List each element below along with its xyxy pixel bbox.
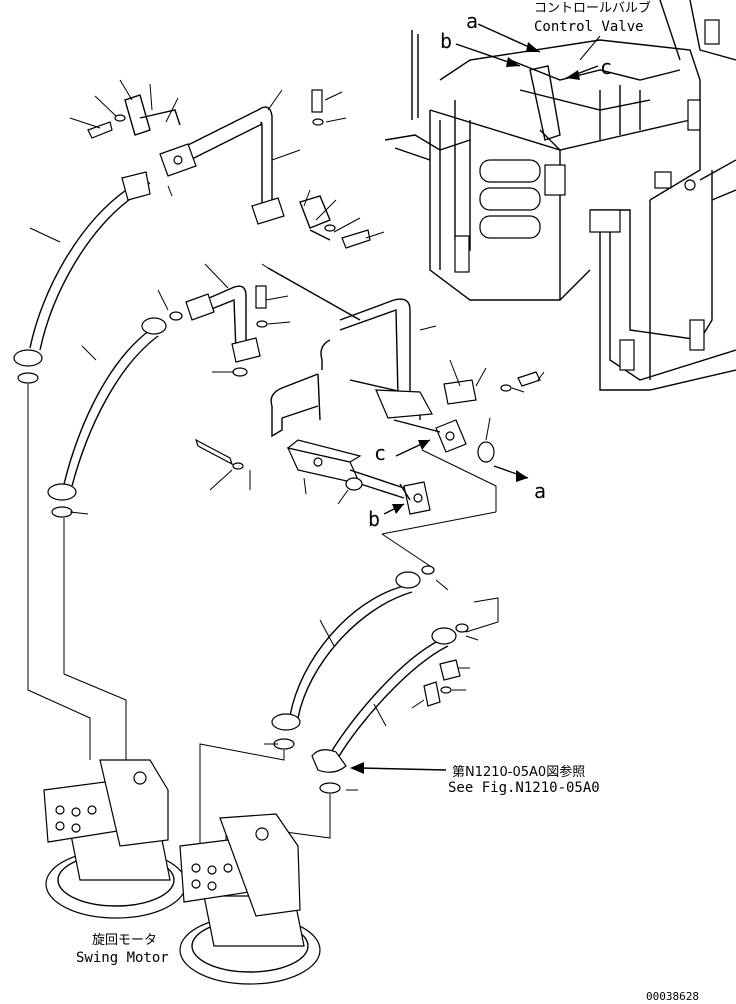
hose-lower-1 — [264, 565, 449, 750]
middle-small-tube — [185, 263, 291, 377]
hose-lower-2 — [311, 623, 479, 794]
connection-letter-c-top: c — [600, 55, 612, 79]
connection-letter-a-mid: a — [534, 479, 546, 503]
upper-tube-assembly — [87, 89, 371, 249]
control-valve-label-jp: コントロールバルブ — [534, 0, 651, 16]
see-fig-label-jp: 第N1210-05A0図参照 — [452, 764, 585, 780]
connection-letter-b-top: b — [440, 29, 452, 53]
swing-motor-label-en: Swing Motor — [76, 950, 169, 966]
see-fig-label-en: See Fig.N1210-05A0 — [448, 780, 600, 796]
connection-letter-a-top: a — [466, 9, 478, 33]
leader-lines-upper — [69, 79, 385, 239]
hose-left-long — [13, 171, 151, 384]
connection-letter-b-mid: b — [368, 507, 380, 531]
connection-letter-c-mid: c — [374, 441, 386, 465]
control-valve-assembly — [384, 0, 736, 391]
swing-motor-1 — [43, 759, 187, 919]
swing-motor-label-jp: 旋回モータ — [92, 933, 157, 948]
drawing-number: 00038628 — [646, 990, 699, 1003]
central-tube-assembly — [194, 263, 545, 515]
control-valve-label-en: Control Valve — [534, 19, 644, 35]
hose-left-second — [47, 289, 183, 518]
connection-routing-lines — [27, 384, 499, 854]
swing-motor-2 — [179, 813, 321, 985]
